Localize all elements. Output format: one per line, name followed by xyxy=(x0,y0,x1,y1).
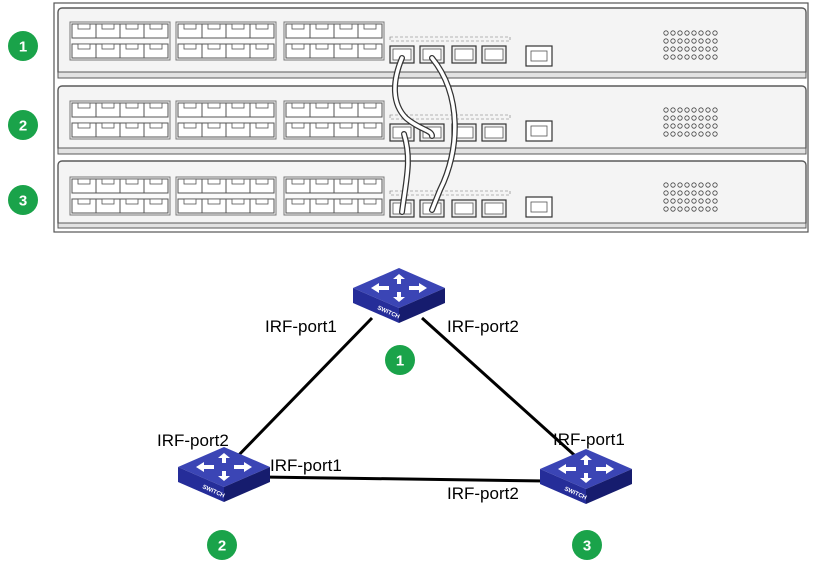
console-port xyxy=(525,196,553,218)
sfp-port-1-4 xyxy=(481,45,507,64)
port-label-node2-port1: IRF-port1 xyxy=(270,456,342,475)
irf-stacking-cables xyxy=(391,55,458,215)
sfp-leds xyxy=(389,36,511,42)
chassis-member-3 xyxy=(57,160,807,229)
port-label-node1-port2: IRF-port2 xyxy=(447,317,519,336)
sfp-port-1-3 xyxy=(451,45,477,64)
svg-text:3: 3 xyxy=(583,538,591,555)
sfp-port-3-3 xyxy=(451,199,477,218)
link-1-3 xyxy=(420,316,584,464)
node-badge-2: 2 xyxy=(207,530,237,560)
member-badge-3: 3 xyxy=(8,185,38,215)
switch-node-2: SWITCH xyxy=(178,447,270,502)
console-port xyxy=(525,120,553,142)
svg-text:2: 2 xyxy=(218,538,226,555)
port-label-node3-port2: IRF-port2 xyxy=(447,484,519,503)
sfp-port-3-4 xyxy=(481,199,507,218)
port-label-node3-port1: IRF-port1 xyxy=(553,430,625,449)
link-2-3 xyxy=(261,475,547,483)
chassis-member-1 xyxy=(57,7,807,79)
chassis-member-2 xyxy=(57,85,807,155)
irf-topology: SWITCH SWITCH SWITCH IRF-port1 IRF-port2… xyxy=(157,268,632,560)
svg-text:2: 2 xyxy=(19,118,27,135)
port-label-node2-port2: IRF-port2 xyxy=(157,431,229,450)
svg-text:3: 3 xyxy=(19,193,27,210)
switch-node-3: SWITCH xyxy=(540,449,632,504)
rack: 1 2 3 xyxy=(8,2,809,233)
member-badge-2: 2 xyxy=(8,110,38,140)
link-1-2 xyxy=(230,316,374,464)
svg-text:1: 1 xyxy=(19,39,27,56)
switch-node-1: SWITCH xyxy=(353,268,445,323)
sfp-port-2-4 xyxy=(481,123,507,142)
member-badge-1: 1 xyxy=(8,31,38,61)
node-badge-3: 3 xyxy=(572,530,602,560)
console-port xyxy=(525,45,553,67)
node-badge-1: 1 xyxy=(385,345,415,375)
port-label-node1-port1: IRF-port1 xyxy=(265,317,337,336)
svg-text:1: 1 xyxy=(396,353,404,370)
